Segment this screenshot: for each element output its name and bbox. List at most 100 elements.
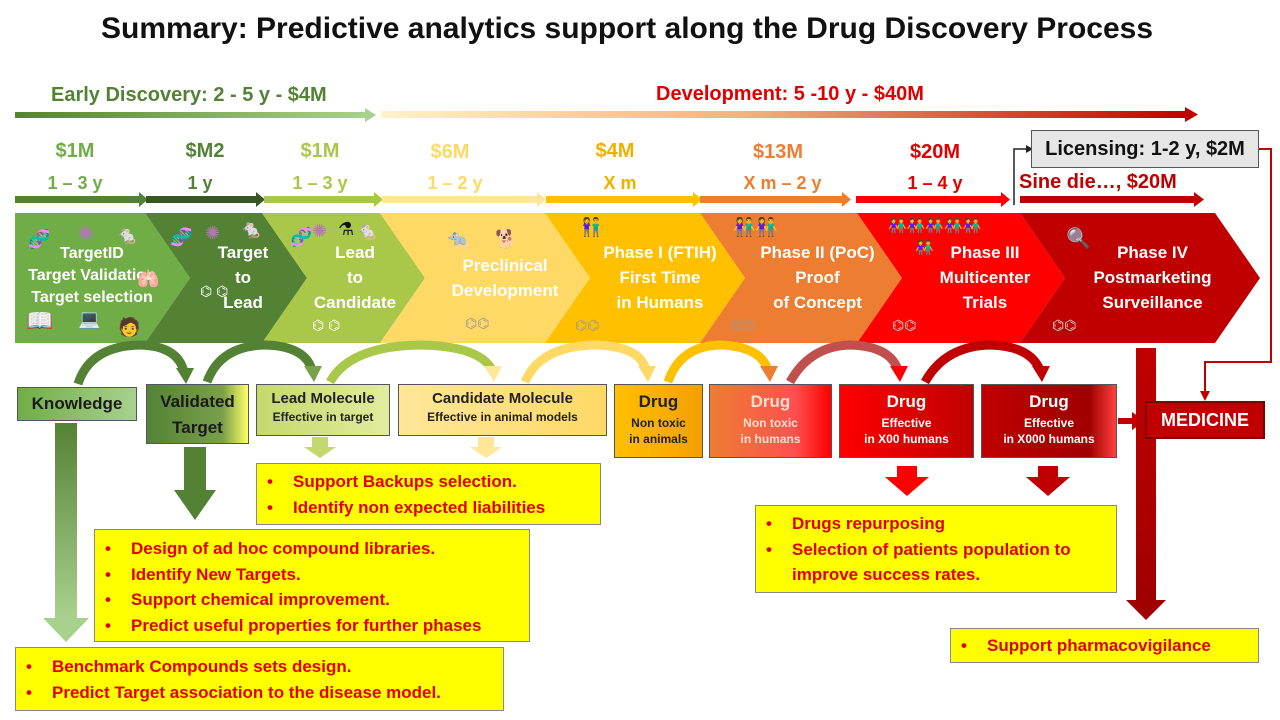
- stage-7-line-1: Phase III: [950, 243, 1020, 262]
- molecule-icon: ⌬ ⌬: [200, 283, 229, 299]
- dna-icon: 🧬: [28, 229, 51, 249]
- stage-2-line-2: to: [234, 268, 252, 287]
- support-item-continued: improve success rates.: [770, 562, 1116, 588]
- stage-5-line-3: in Humans: [616, 293, 704, 312]
- stage-6-label: Phase II (PoC) Proof of Concept: [745, 240, 890, 315]
- output-drug-x00: Drug Effective in X00 humans: [839, 384, 974, 458]
- stage-6-line-1: Phase II (PoC): [760, 243, 875, 262]
- support-item: Identify New Targets.: [109, 562, 529, 588]
- stage-7-line-2: Multicenter: [939, 268, 1031, 287]
- stage-2-line-3: Lead: [223, 293, 263, 312]
- drug-animals-title: Drug: [638, 392, 679, 411]
- stage-5-cost: $4M: [595, 140, 635, 162]
- protein-icon-3: ✺: [312, 221, 328, 241]
- support-box-repurposing: Drugs repurposing Selection of patients …: [755, 505, 1117, 593]
- dna-icon-2: 🧬: [170, 227, 193, 247]
- stage-6-line-3: of Concept: [773, 293, 862, 312]
- mouse-icon-2: 🐁: [240, 219, 263, 239]
- slide-title: Summary: Predictive analytics support al…: [100, 12, 1154, 45]
- stage-3-duration: 1 – 3 y: [292, 173, 348, 193]
- support-item: Benchmark Compounds sets design.: [30, 654, 503, 680]
- molecule-icon-3: ⌬⌬: [465, 315, 490, 331]
- drug-x00-sub2: in X00 humans: [864, 432, 949, 446]
- molecule-icon-6: ⌬⌬: [892, 317, 917, 333]
- stage-7-cost: $20M: [909, 141, 961, 163]
- stage-5-line-1: Phase I (FTIH): [603, 243, 717, 262]
- sine-die-label: Sine die…, $20M: [1019, 171, 1177, 193]
- drug-x00-sub1: Effective: [881, 416, 932, 430]
- stage-8-line-2: Postmarketing: [1093, 268, 1212, 287]
- output-knowledge: Knowledge: [17, 387, 137, 421]
- stage-5-label: Phase I (FTIH) First Time in Humans: [590, 240, 730, 315]
- stage-1-line-1: TargetID: [60, 245, 124, 262]
- stage-7-label: Phase III Multicenter Trials: [920, 240, 1050, 315]
- stage-3-cost: $1M: [300, 140, 340, 162]
- flask-icon: ⚗: [338, 219, 355, 239]
- mouse-icon-3: 🐁: [356, 221, 379, 241]
- stage-5-line-2: First Time: [619, 268, 701, 287]
- output-candidate-molecule: Candidate Molecule Effective in animal m…: [398, 384, 607, 436]
- stage-4-cost: $6M: [430, 141, 470, 163]
- stage-2-cost: $M2: [185, 140, 225, 162]
- early-discovery-label: Early Discovery: 2 - 5 y - $4M: [51, 84, 327, 106]
- support-box-backups: Support Backups selection. Identify non …: [256, 463, 601, 525]
- stage-3-label: Lead to Candidate: [310, 240, 400, 315]
- mouse-icon: 🐁: [116, 225, 139, 245]
- support-item: Predict Target association to the diseas…: [30, 680, 503, 706]
- stage-4-line-2: Development: [451, 281, 559, 300]
- stage-4-label: Preclinical Development: [435, 253, 575, 303]
- book-icon: 📖: [26, 308, 54, 333]
- output-lead-molecule: Lead Molecule Effective in target: [256, 384, 390, 436]
- output-validated-target: Validated Target: [146, 384, 249, 444]
- lead-molecule-sub: Effective in target: [272, 410, 374, 424]
- lead-molecule-title: Lead Molecule: [271, 390, 375, 407]
- scientist-icon: 🧑: [118, 317, 141, 337]
- stage-6-cost: $13M: [752, 141, 804, 163]
- people-icon-2: 👫👫: [733, 217, 778, 237]
- drug-x000-sub1: Effective: [1023, 416, 1075, 430]
- laptop-icon: 💻: [78, 309, 101, 329]
- drug-animals-sub1: Non toxic: [631, 416, 686, 430]
- stage-1-label: TargetID Target Validation Target select…: [22, 243, 162, 309]
- support-item: Selection of patients population to: [770, 537, 1116, 563]
- development-label: Development: 5 -10 y - $40M: [656, 83, 924, 105]
- support-item-continued-text: improve success rates.: [792, 565, 981, 584]
- stage-2-line-1: Target: [217, 243, 269, 262]
- stage-2-duration: 1 y: [187, 173, 213, 193]
- stage-8-line-3: Surveillance: [1102, 293, 1203, 312]
- drug-x00-title: Drug: [886, 392, 927, 411]
- support-item: Support pharmacovigilance: [965, 633, 1258, 659]
- stage-7-line-3: Trials: [962, 293, 1008, 312]
- magnifier-icon: 🔍: [1066, 228, 1091, 250]
- stage-8-line-1: Phase IV: [1117, 243, 1188, 262]
- stage-4-duration: 1 – 2 y: [427, 173, 483, 193]
- support-box-benchmark: Benchmark Compounds sets design. Predict…: [15, 647, 504, 711]
- stage-3-line-3: Candidate: [313, 293, 397, 312]
- drug-humans-title: Drug: [750, 392, 791, 411]
- molecule-icon-4: ⌬⌬: [575, 317, 600, 333]
- people-icon-3: 👫👫👫👫👫: [888, 218, 982, 235]
- stage-3-line-2: to: [346, 268, 364, 287]
- stage-7-duration: 1 – 4 y: [907, 173, 963, 193]
- stage-4-line-1: Preclinical: [462, 256, 548, 275]
- molecule-icon-5: ⌬⌬: [730, 317, 755, 333]
- licensing-box: Licensing: 1-2 y, $2M: [1031, 130, 1259, 168]
- support-item: Support Backups selection.: [271, 469, 600, 495]
- stage-5-duration: X m: [603, 173, 637, 193]
- molecule-icon-2: ⌬ ⌬: [312, 317, 341, 333]
- output-drug-x000: Drug Effective in X000 humans: [981, 384, 1117, 458]
- candidate-molecule-sub: Effective in animal models: [427, 410, 578, 424]
- people-icon-4: 👫: [915, 240, 934, 257]
- stage-1-cost: $1M: [55, 140, 95, 162]
- output-drug-humans: Drug Non toxic in humans: [709, 384, 832, 458]
- stage-2-label: Target to Lead: [200, 240, 286, 315]
- support-item: Identify non expected liabilities: [271, 495, 600, 521]
- drug-humans-sub1: Non toxic: [743, 416, 798, 430]
- protein-icon-2: ✺: [205, 223, 221, 243]
- output-medicine: MEDICINE: [1145, 401, 1265, 439]
- stage-1-line-3: Target selection: [31, 289, 153, 306]
- people-icon-1: 👫: [580, 217, 603, 237]
- dog-icon: 🐕: [495, 229, 518, 249]
- stage-1-duration: 1 – 3 y: [47, 173, 103, 193]
